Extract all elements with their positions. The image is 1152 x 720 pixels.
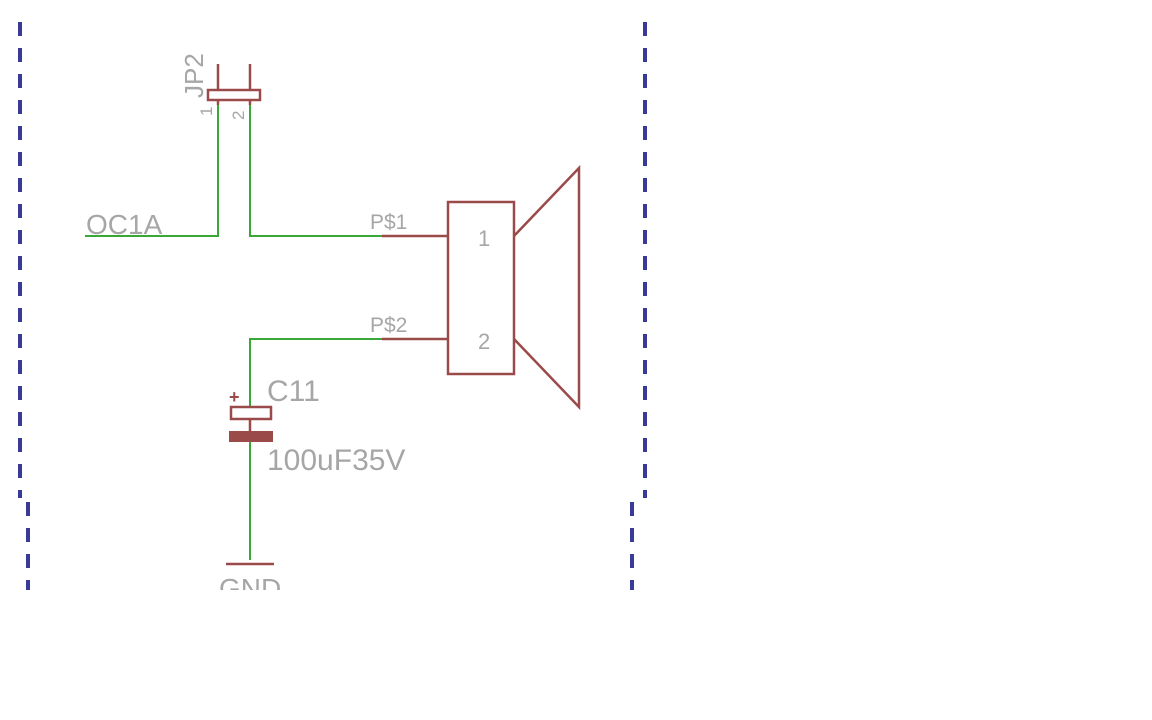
cap-name-label: C11	[267, 375, 320, 408]
net-label-oc1a: OC1A	[86, 209, 163, 240]
frame-borders	[18, 22, 647, 590]
speaker-pin2-label: 2	[478, 329, 490, 354]
wire-oc1a[interactable]	[85, 105, 219, 237]
capacitor-c11[interactable]: + C11 100uF35V	[229, 375, 405, 477]
jp2-pin1-label: 1	[197, 107, 216, 116]
wire-cap-to-speaker[interactable]	[249, 338, 382, 407]
jp2-name-label: JP2	[179, 53, 209, 98]
speaker[interactable]: P$1 P$2 1 2	[370, 164, 581, 411]
wires	[85, 105, 382, 560]
cap-negative-plate	[229, 431, 273, 442]
wire-jp2-pin2-to-speaker[interactable]	[249, 105, 382, 237]
speaker-pad2-label: P$2	[370, 314, 407, 337]
jp2-body	[206, 88, 262, 102]
speaker-pad1-label: P$1	[370, 211, 407, 234]
speaker-cone	[513, 164, 581, 411]
jumper-jp2[interactable]: JP2 1 2	[179, 53, 262, 120]
jp2-pin2-label: 2	[229, 111, 248, 120]
speaker-pin1-label: 1	[478, 226, 490, 251]
speaker-body	[446, 200, 516, 376]
cap-positive-plate	[229, 405, 273, 421]
cap-value-label: 100uF35V	[267, 444, 405, 477]
bottom-mask	[0, 590, 1152, 720]
cap-polarity-mark: +	[229, 387, 240, 407]
